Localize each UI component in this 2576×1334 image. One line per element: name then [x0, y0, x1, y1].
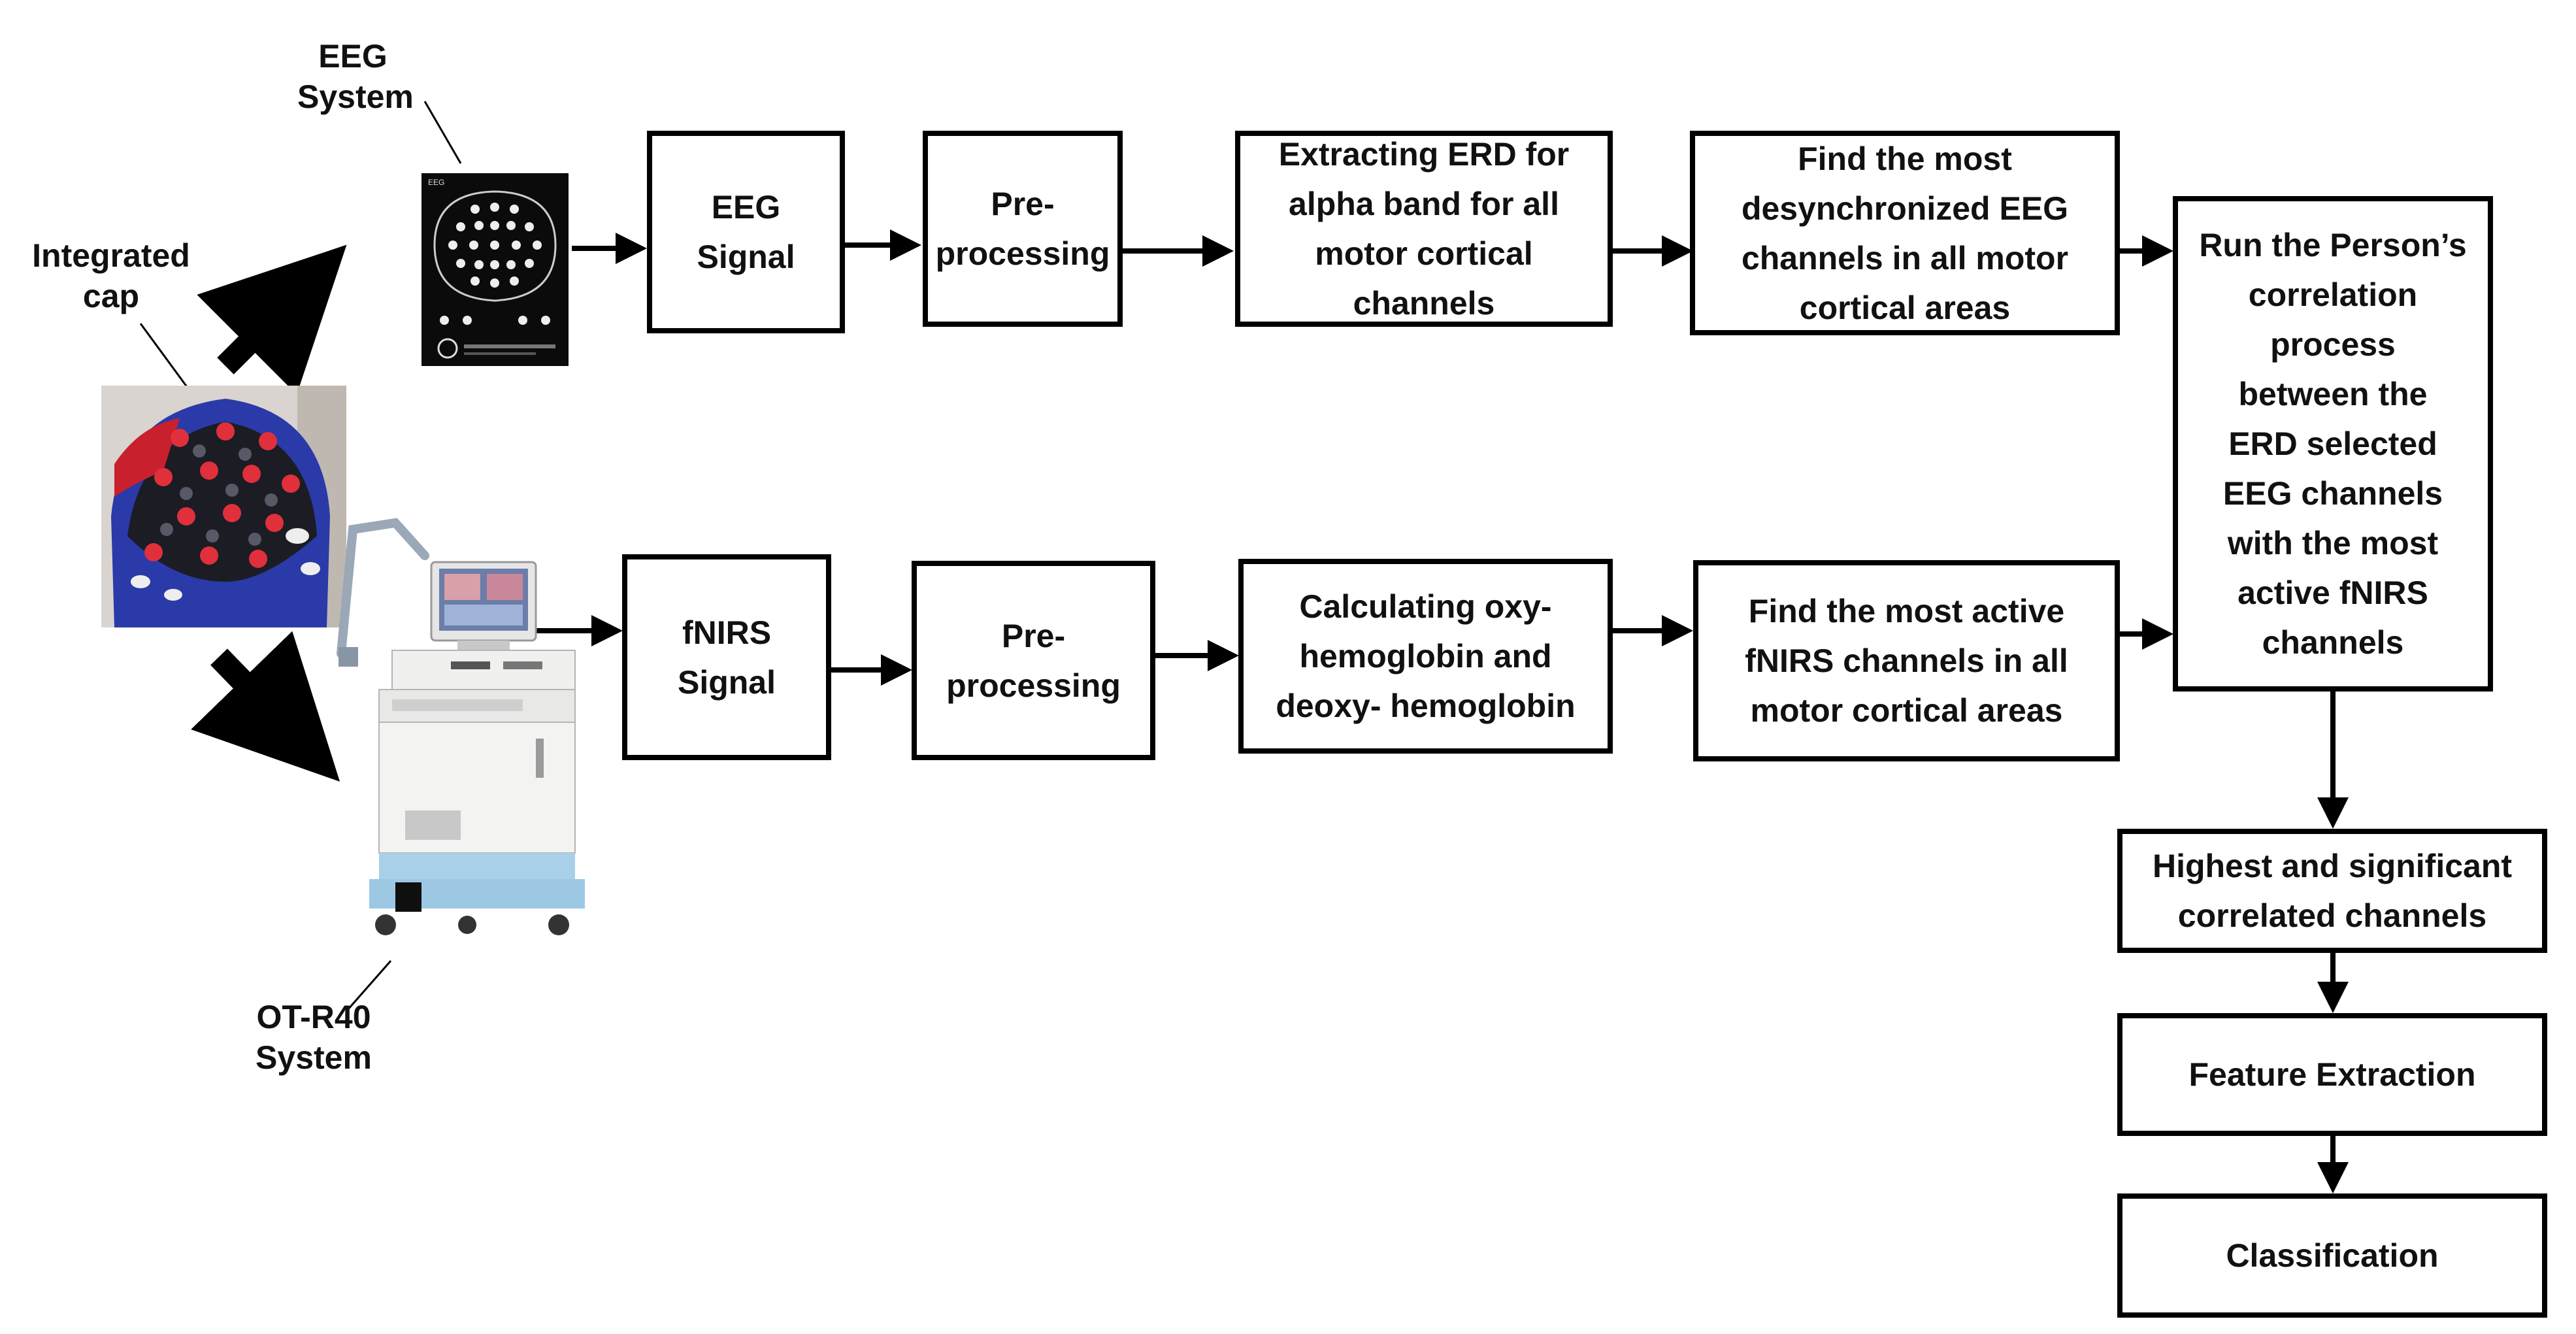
ot-r40-device-image: [333, 516, 598, 948]
eeg-system-pointer: [423, 101, 462, 164]
fnirs-signal-box: fNIRS Signal: [622, 554, 831, 760]
highest-correlated-box: Highest and significant correlated chann…: [2117, 829, 2547, 953]
integrated-cap-image: [101, 386, 346, 627]
cap-to-eeg-arrow: [197, 244, 347, 395]
fnirs-preprocessing-box: Pre- processing: [912, 561, 1155, 760]
eeg-system-label: EEG System: [297, 38, 414, 115]
ot-system-label: OT-R40 System: [256, 999, 372, 1076]
eeg-signal-box: EEG Signal: [647, 131, 845, 333]
integrated-cap-label: Integrated cap: [32, 237, 190, 314]
correlation-process-box: Run the Person’s correlation process bet…: [2173, 196, 2493, 692]
find-most-active-box: Find the most active fNIRS channels in a…: [1693, 560, 2120, 761]
ot-system-pointer: [346, 960, 392, 1010]
feature-extraction-box: Feature Extraction: [2117, 1013, 2547, 1136]
svg-text:EEG: EEG: [428, 178, 444, 187]
cap-to-ot-arrow: [191, 631, 340, 782]
classification-box: Classification: [2117, 1193, 2547, 1318]
extracting-erd-box: Extracting ERD for alpha band for all mo…: [1235, 131, 1613, 327]
cap-pointer: [139, 323, 192, 393]
eeg-device-image: EEG: [421, 173, 569, 366]
find-desynchronized-box: Find the most desynchronized EEG channel…: [1690, 131, 2120, 335]
calculating-oxy-box: Calculating oxy- hemoglobin and deoxy- h…: [1238, 559, 1613, 754]
eeg-preprocessing-box: Pre- processing: [923, 131, 1123, 327]
